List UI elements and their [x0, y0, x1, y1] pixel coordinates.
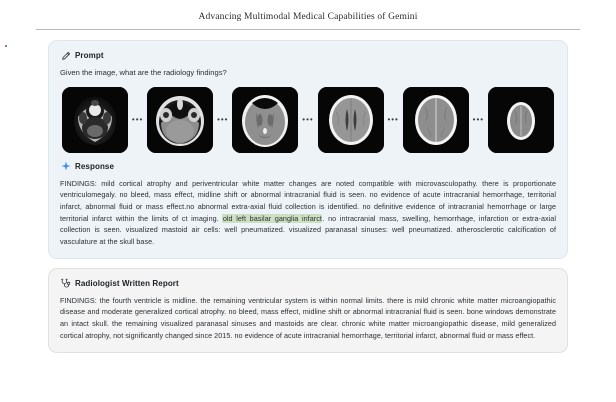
ct-scan-strip: ••• •••	[62, 86, 554, 153]
scan-separator-1: •••	[131, 114, 144, 124]
header-divider	[36, 29, 580, 31]
scan-separator-5: •••	[472, 114, 485, 124]
sparkle-icon	[60, 161, 71, 172]
ct-slice-1[interactable]	[62, 86, 128, 153]
response-highlight: old left basilar ganglia infarct	[222, 213, 323, 223]
report-text: FINDINGS: the fourth ventricle is midlin…	[60, 295, 556, 340]
prompt-section-label: Prompt	[75, 51, 104, 61]
scan-separator-4: •••	[387, 114, 399, 124]
margin-mark	[5, 45, 7, 47]
prompt-question-text: Given the image, what are the radiology …	[60, 68, 227, 78]
report-section-label: Radiologist Written Report	[75, 278, 179, 288]
response-block: Response FINDINGS: mild cortical atrophy…	[60, 161, 556, 248]
scan-separator-2: •••	[217, 114, 229, 124]
ct-slice-5[interactable]	[402, 86, 469, 153]
response-text: FINDINGS: mild cortical atrophy and peri…	[60, 178, 556, 248]
ct-slice-6[interactable]	[487, 86, 554, 153]
ct-slice-4[interactable]	[317, 86, 384, 153]
pencil-icon	[60, 50, 71, 61]
page-content: Prompt Given the image, what are the rad…	[0, 40, 616, 354]
ct-slice-3[interactable]	[232, 86, 299, 153]
stethoscope-icon	[60, 278, 71, 289]
response-section-label: Response	[75, 161, 115, 171]
ct-slice-2[interactable]	[147, 86, 214, 153]
response-text-part-2: . no intracranial mass, swelling, hemorr…	[60, 213, 556, 247]
prompt-response-card: Prompt Given the image, what are the rad…	[48, 40, 568, 259]
prompt-section-header: Prompt	[60, 50, 556, 61]
running-title: Advancing Multimodal Medical Capabilitie…	[198, 12, 418, 22]
page-header: Advancing Multimodal Medical Capabilitie…	[0, 0, 616, 31]
scan-separator-3: •••	[302, 114, 314, 124]
response-section-header: Response	[60, 161, 556, 172]
response-text-part-1: FINDINGS: mild cortical atrophy and peri…	[60, 178, 556, 223]
radiologist-report-card: Radiologist Written Report FINDINGS: the…	[48, 267, 568, 354]
report-section-header: Radiologist Written Report	[60, 278, 556, 289]
